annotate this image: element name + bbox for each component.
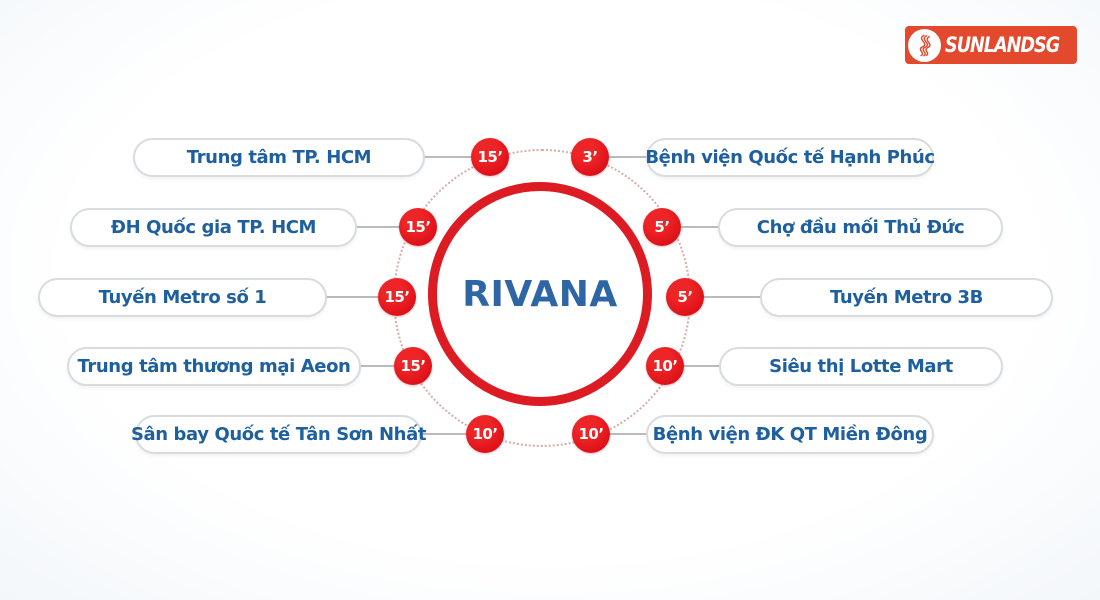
connector-line bbox=[417, 433, 487, 435]
time-badge: 15’ bbox=[378, 278, 416, 316]
time-badge: 10’ bbox=[466, 415, 504, 453]
location-pill: Sân bay Quốc tế Tân Sơn Nhất bbox=[131, 415, 426, 454]
connector-line bbox=[322, 296, 399, 298]
connector-line bbox=[660, 226, 720, 228]
time-badge: 10’ bbox=[646, 347, 684, 385]
location-pill: ĐH Quốc gia TP. HCM bbox=[70, 208, 357, 247]
connector-line bbox=[357, 365, 415, 367]
time-badge: 15’ bbox=[471, 138, 509, 176]
location-pill: Siêu thị Lotte Mart bbox=[719, 347, 1003, 386]
time-badge: 5’ bbox=[666, 278, 704, 316]
location-pill: Chợ đầu mối Thủ Đức bbox=[718, 208, 1003, 247]
brand-logo: SUNLANDSG bbox=[905, 26, 1077, 64]
connector-line bbox=[420, 156, 492, 158]
location-pill: Tuyến Metro 3B bbox=[760, 278, 1053, 317]
time-badge: 15’ bbox=[394, 347, 432, 385]
time-badge: 10’ bbox=[572, 415, 610, 453]
location-pill: Tuyến Metro số 1 bbox=[38, 278, 327, 317]
time-badge: 3’ bbox=[571, 138, 609, 176]
sunland-swirl-icon bbox=[908, 28, 941, 62]
project-circle: RIVANA bbox=[428, 182, 652, 406]
connector-line bbox=[683, 296, 762, 298]
connector-line bbox=[589, 433, 648, 435]
connector-line bbox=[663, 365, 721, 367]
location-pill: Bệnh viện ĐK QT Miền Đông bbox=[646, 415, 934, 454]
project-name: RIVANA bbox=[462, 273, 618, 315]
connector-line bbox=[588, 156, 648, 158]
connector-line bbox=[352, 226, 420, 228]
brand-name: SUNLANDSG bbox=[945, 33, 1060, 57]
time-badge: 5’ bbox=[643, 208, 681, 246]
time-badge: 15’ bbox=[399, 208, 437, 246]
location-pill: Bệnh viện Quốc tế Hạnh Phúc bbox=[645, 138, 935, 177]
location-pill: Trung tâm TP. HCM bbox=[133, 138, 425, 177]
location-pill: Trung tâm thương mại Aeon bbox=[67, 347, 361, 386]
